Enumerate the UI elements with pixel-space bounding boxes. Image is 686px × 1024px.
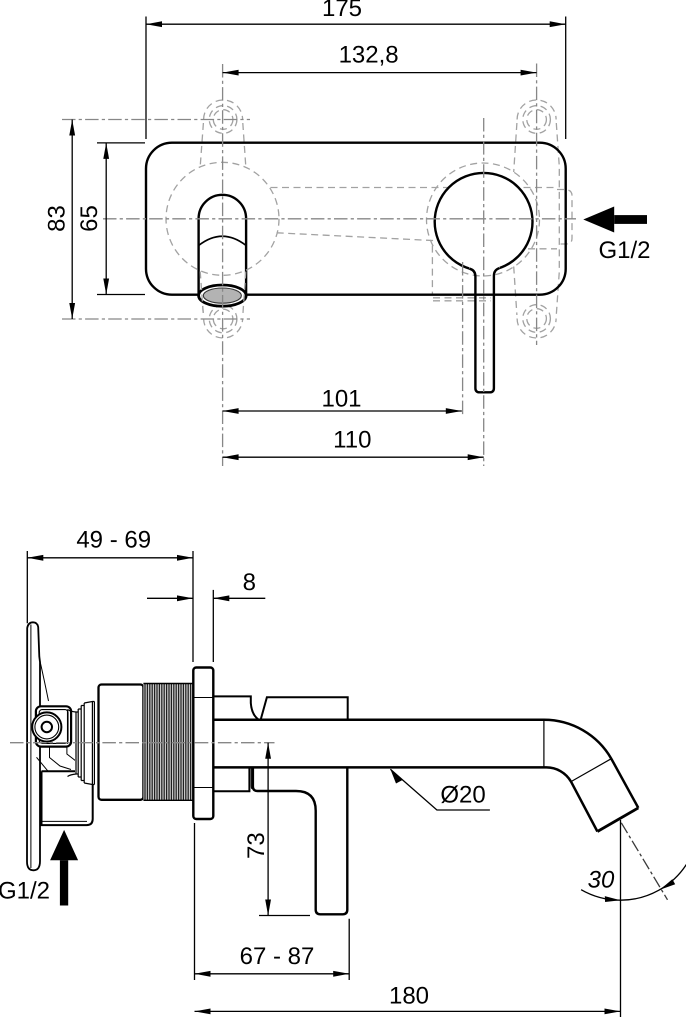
- svg-text:65: 65: [76, 205, 103, 232]
- svg-text:67 - 87: 67 - 87: [240, 943, 315, 970]
- svg-text:132,8: 132,8: [339, 42, 399, 69]
- svg-text:180: 180: [389, 982, 429, 1009]
- svg-text:49 - 69: 49 - 69: [76, 526, 151, 553]
- svg-text:8: 8: [243, 569, 256, 596]
- svg-text:Ø20: Ø20: [440, 782, 485, 809]
- svg-text:175: 175: [322, 0, 362, 22]
- svg-text:G1/2: G1/2: [598, 237, 650, 264]
- svg-text:110: 110: [333, 427, 371, 454]
- svg-text:30: 30: [588, 866, 615, 893]
- svg-text:G1/2: G1/2: [0, 877, 50, 904]
- svg-text:101: 101: [321, 386, 361, 413]
- svg-text:73: 73: [243, 832, 270, 859]
- svg-text:83: 83: [44, 205, 71, 232]
